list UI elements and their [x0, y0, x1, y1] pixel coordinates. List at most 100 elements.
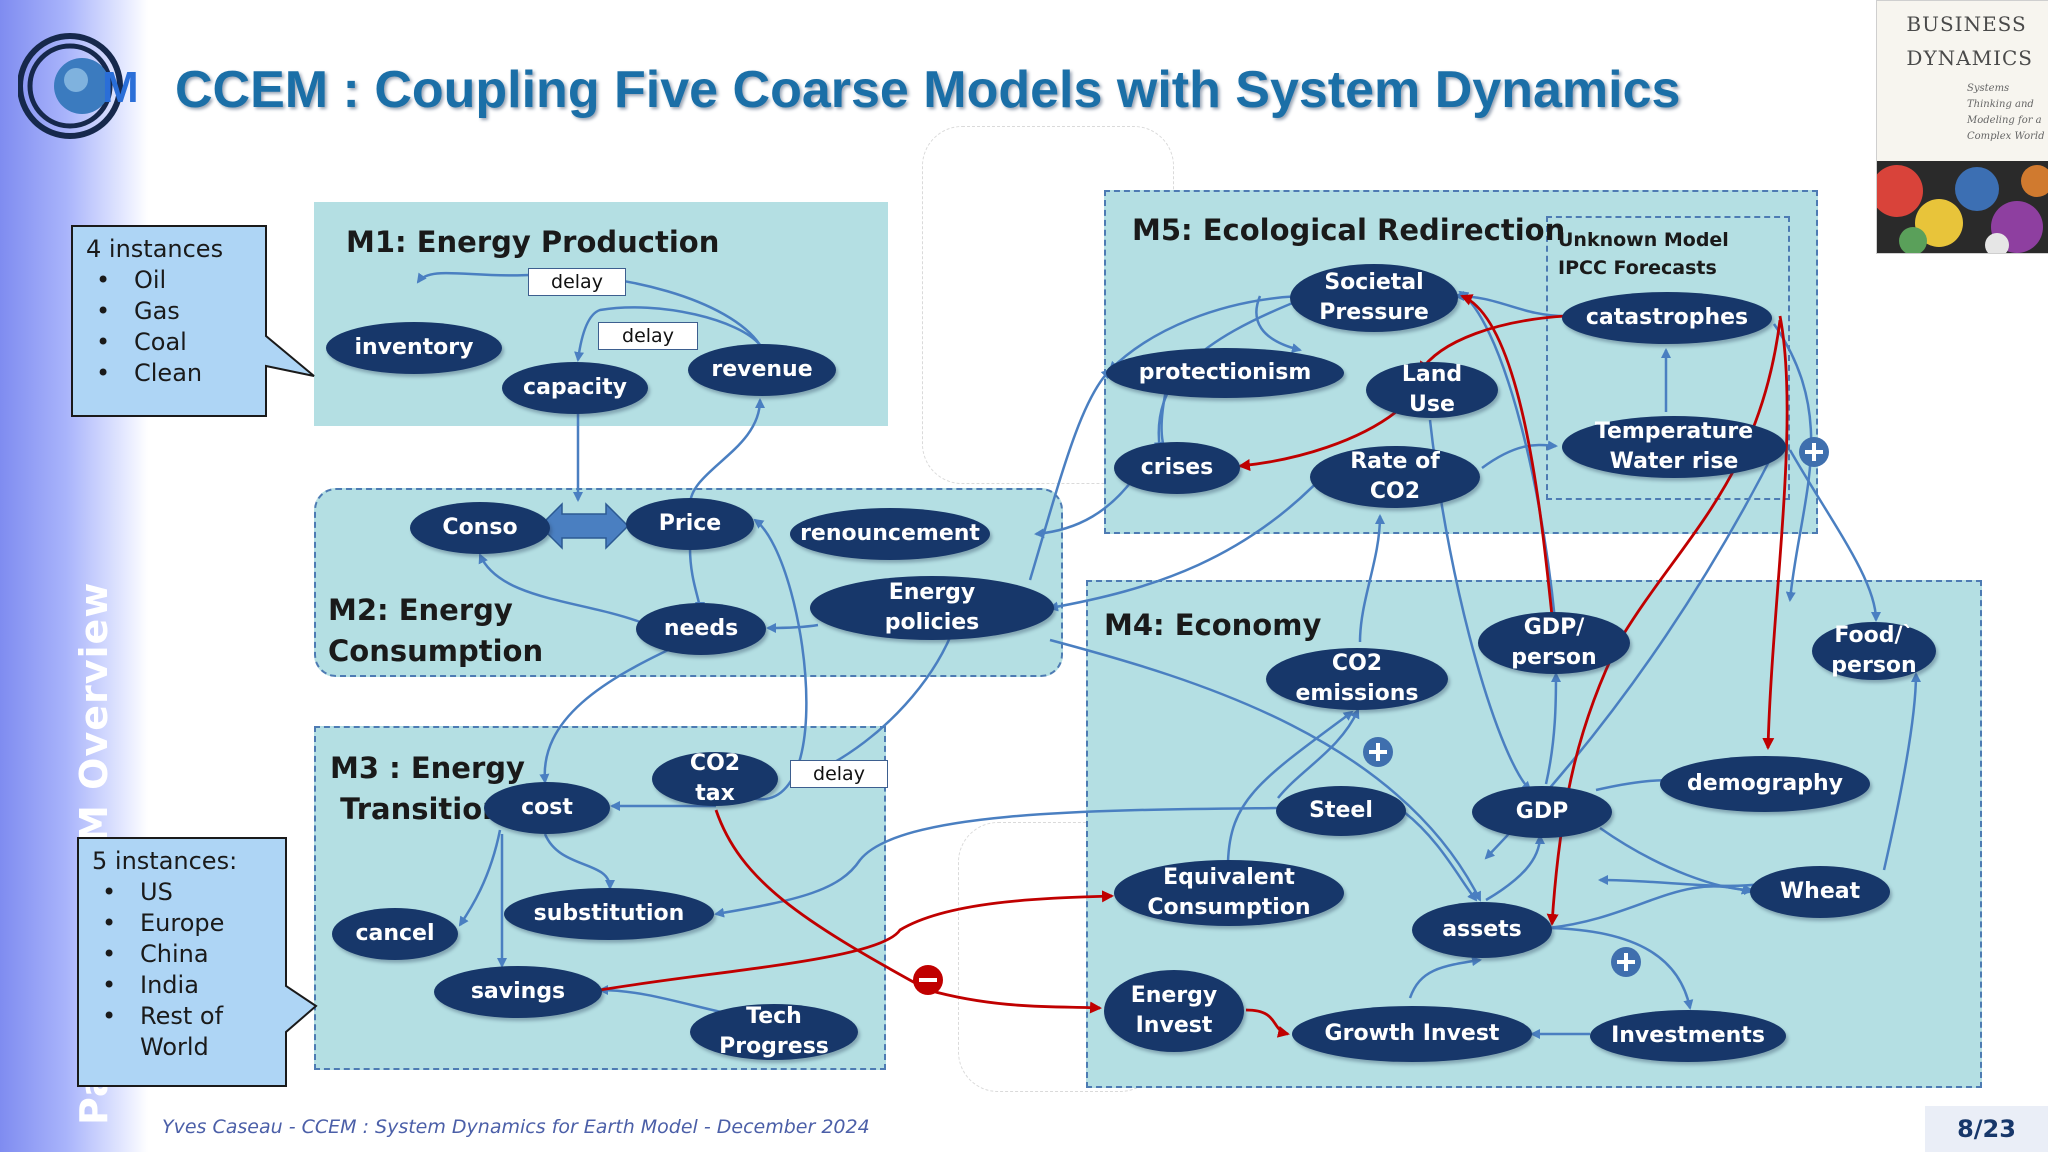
node-growth-invest[interactable]: Growth Invest — [1292, 1006, 1532, 1062]
ccem-logo: M — [18, 33, 139, 139]
node-food-person[interactable]: Food/` person — [1812, 622, 1936, 680]
node-demography[interactable]: demography — [1660, 756, 1870, 812]
m4-title: M4: Economy — [1104, 608, 1322, 642]
node-substitution[interactable]: substitution — [504, 888, 714, 940]
link-red-land-crises — [1238, 410, 1397, 471]
book-art — [1877, 161, 2048, 253]
link-cost-substitution — [543, 833, 615, 890]
book-title: BUSINESS DYNAMICS — [1906, 7, 2033, 75]
link-ecopolicies-rate — [1048, 461, 1337, 612]
link-price-revenue — [688, 398, 765, 506]
node-co2-emissions[interactable]: CO2 emissions — [1266, 648, 1448, 710]
node-cancel[interactable]: cancel — [332, 908, 458, 960]
node-societal-pressure[interactable]: Societal Pressure — [1290, 264, 1458, 332]
callout-energy-item: Coal — [86, 327, 223, 358]
callout-energy-item: Oil — [86, 265, 223, 296]
logo-letter-m: M — [102, 63, 139, 112]
link-red-co2tax-energyinvest — [714, 809, 1102, 1014]
link-assets-investments — [1547, 926, 1694, 1010]
node-renouncement[interactable]: renouncement — [790, 508, 990, 560]
link-gdppers-sp — [1458, 290, 1557, 621]
node-gdp[interactable]: GDP — [1472, 786, 1612, 838]
node-assets[interactable]: assets — [1412, 902, 1552, 958]
page-number: 8/23 — [1925, 1106, 2048, 1152]
book-title-line2: DYNAMICS — [1906, 46, 2033, 70]
m5-title: M5: Ecological Redirection — [1132, 213, 1566, 247]
minus-marker — [913, 965, 943, 995]
link-temp-food — [1788, 449, 1881, 622]
callout-regions-item: Rest of World — [92, 1001, 237, 1063]
link-eqcons-co2em — [1226, 710, 1354, 863]
unknown-model-box — [1546, 216, 1790, 500]
delay-box-1: delay — [528, 268, 626, 296]
conso-price-double-arrow — [538, 502, 630, 550]
link-sp-protectionism2 — [1255, 295, 1302, 353]
link-assets-gdp — [1485, 834, 1545, 902]
node-capacity[interactable]: capacity — [502, 362, 648, 414]
callout-energy-heading: 4 instances — [86, 235, 224, 263]
link-growth-assets — [1408, 956, 1482, 999]
link-steel-co2em — [1277, 708, 1360, 799]
node-cost[interactable]: cost — [484, 782, 610, 834]
callout-regions-item: US — [92, 877, 237, 908]
node-co2-tax[interactable]: CO2 tax — [652, 751, 778, 806]
node-land-use[interactable]: Land Use — [1366, 362, 1498, 418]
link-needs-conso — [478, 553, 641, 624]
node-savings[interactable]: savings — [434, 966, 602, 1018]
node-inventory[interactable]: inventory — [326, 322, 502, 374]
callout-regions-item: India — [92, 970, 237, 1001]
node-equivalent-consumption[interactable]: Equivalent Consumption — [1114, 860, 1344, 926]
link-demo-wheat — [1598, 875, 1761, 888]
m1-title: M1: Energy Production — [346, 225, 720, 259]
footer-credit: Yves Caseau - CCEM : System Dynamics for… — [162, 1116, 870, 1138]
link-red-savings-eqcons — [599, 890, 1114, 992]
m3-title: M3 : Energy Transition — [330, 751, 525, 826]
delay-box-2: delay — [598, 322, 698, 350]
link-wheat-food — [1882, 672, 1921, 871]
node-steel[interactable]: Steel — [1276, 786, 1406, 836]
plus-marker-3 — [1799, 437, 1829, 467]
node-crises[interactable]: crises — [1114, 442, 1240, 494]
link-cost-cancel — [458, 829, 502, 927]
link-red-cat-sp — [1460, 294, 1554, 617]
m2-title: M2: Energy Consumption — [328, 593, 544, 668]
node-energy-policies[interactable]: Energy policies — [810, 576, 1054, 640]
node-needs[interactable]: needs — [636, 603, 766, 655]
plus-marker-1 — [1363, 737, 1393, 767]
link-steel-assets — [1403, 811, 1478, 902]
callout-regions-item: Europe — [92, 908, 237, 939]
link-renounce — [1034, 477, 1135, 539]
node-price[interactable]: Price — [626, 498, 754, 550]
node-catastrophes[interactable]: catastrophes — [1562, 292, 1772, 344]
node-gdp-person[interactable]: GDP/ person — [1478, 612, 1630, 674]
link-rate-temp — [1481, 440, 1558, 470]
node-revenue[interactable]: revenue — [688, 344, 836, 396]
link-needs-cost — [539, 638, 691, 784]
node-energy-invest[interactable]: Energy Invest — [1104, 970, 1244, 1052]
callout-energy: 4 instances Oil Gas Coal Clean — [86, 234, 223, 389]
node-protectionism[interactable]: protectionism — [1106, 348, 1344, 398]
link-gdp-gdppers — [1544, 672, 1561, 785]
node-wheat[interactable]: Wheat — [1750, 866, 1890, 918]
node-rate-co2[interactable]: Rate of CO2 — [1310, 446, 1480, 508]
link-assets-wheat — [1547, 884, 1752, 930]
node-tech-progress[interactable]: Tech Progress — [690, 1004, 858, 1060]
book-subtitle: Systems Thinking and Modeling for a Comp… — [1967, 83, 2045, 142]
link-red-cat-land — [1418, 314, 1567, 374]
link-policies-needs — [766, 622, 819, 633]
callout-regions-heading: 5 instances: — [92, 847, 238, 875]
link-red-cat-demo — [1762, 315, 1789, 750]
node-conso[interactable]: Conso — [410, 502, 550, 554]
link-red-energyinvest-growth — [1245, 1008, 1290, 1038]
link-co2em-rate — [1358, 514, 1385, 643]
node-temperature[interactable]: Temperature Water rise — [1562, 416, 1786, 478]
delay-box-3: delay — [790, 760, 888, 788]
callout-regions-item: China — [92, 939, 237, 970]
link-policies-gdp — [1049, 638, 1482, 902]
link-price-needs — [688, 547, 705, 612]
link-sp-protectionism — [1108, 294, 1301, 372]
link-policies-m5 — [1028, 368, 1112, 581]
page-title: CCEM : Coupling Five Coarse Models with … — [175, 61, 1681, 119]
node-investments[interactable]: Investments — [1590, 1010, 1786, 1062]
